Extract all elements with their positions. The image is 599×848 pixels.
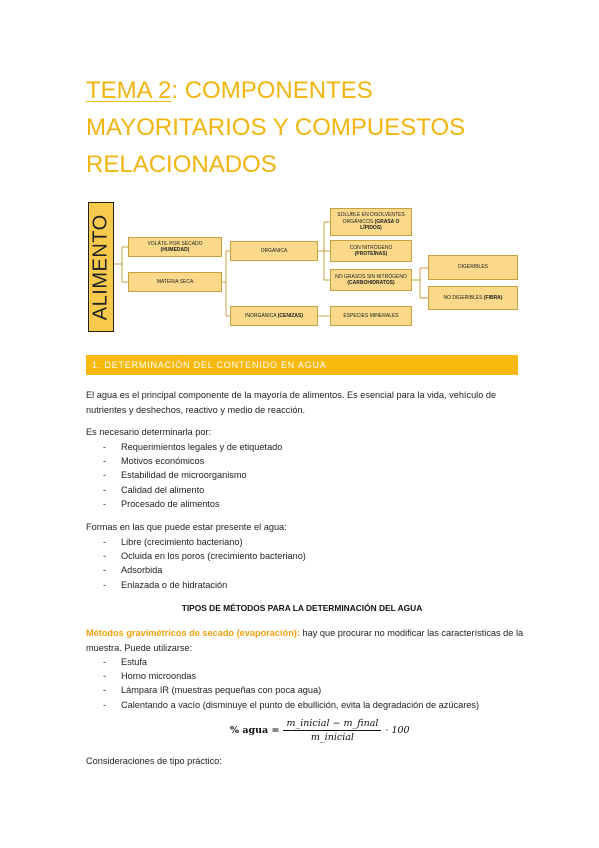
page-title: TEMA 2: COMPONENTES MAYORITARIOS Y COMPU… (86, 72, 526, 183)
formas-lead: Formas en las que puede estar presente e… (86, 522, 287, 532)
diagram-volatil: VOLÁTIL POR SECADO(HUMEDAD) (128, 237, 222, 257)
list-item: Libre (crecimiento bacteriano) (86, 535, 306, 549)
diagram-minerales: ESPECIES MINERALES (330, 306, 412, 326)
necesario-list: Requerimientos legales y de etiquetado M… (86, 440, 282, 511)
list-item: Motivos económicos (86, 454, 282, 468)
diagram-organica: ORGÁNICA (230, 241, 318, 261)
intro-paragraph: El agua es el principal componente de la… (86, 390, 497, 415)
diagram-connectors (114, 221, 428, 317)
list-item: Adsorbida (86, 563, 306, 577)
formula-numerator: m_inicial − m_final (283, 718, 382, 731)
title-prefix: TEMA 2 (86, 77, 172, 104)
list-item: Calentando a vacío (disminuye el punto d… (86, 698, 479, 712)
composition-diagram: ALIMENTO VOLÁTIL POR SECADO(HUMEDAD) MAT… (86, 196, 526, 346)
list-item: Requerimientos legales y de etiquetado (86, 440, 282, 454)
diagram-solubles: SOLUBLE EN DISOLVENTES ORGÁNICOS (GRASA … (330, 208, 412, 236)
diagram-inorganica: INORGÁNICA (CENIZAS) (230, 306, 318, 326)
gravimetricos-list: Estufa Horno microondas Lámpara IR (mues… (86, 655, 479, 712)
gravimetricos-text: hay que procurar no modificar las caract… (86, 628, 524, 653)
diagram-no-grasos: NO GRASOS SIN NITRÓGENO(CARBOHIDRATOS) (330, 269, 412, 291)
list-item: Estufa (86, 655, 479, 669)
gravimetricos-label: Métodos gravimétricos de secado (evapora… (86, 628, 300, 638)
diagram-no-digeribles: NO DIGERIBLES (FIBRA) (428, 286, 518, 310)
diagram-materia-seca: MATERIA SECA (128, 272, 222, 292)
list-item: Enlazada o de hidratación (86, 578, 306, 592)
formula-fraction: m_inicial − m_final m_inicial (283, 718, 382, 743)
formula-denominator: m_inicial (310, 732, 354, 743)
formas-list: Libre (crecimiento bacteriano) Ocluida e… (86, 535, 306, 592)
list-item: Calidad del alimento (86, 483, 282, 497)
diagram-nitrogeno: CON NITRÓGENO(PROTEÍNAS) (330, 240, 412, 262)
list-item: Estabilidad de microorganismo (86, 468, 282, 482)
list-item: Procesado de alimentos (86, 497, 282, 511)
consideraciones-paragraph: Consideraciones de tipo práctico: (86, 756, 222, 766)
section-heading-agua: 1. DETERMINACIÓN DEL CONTENIDO EN AGUA (86, 355, 518, 375)
diagram-digeribles: DIGERIBLES (428, 255, 518, 280)
diagram-root-alimento: ALIMENTO (88, 202, 114, 332)
necesario-lead: Es necesario determinarla por: (86, 427, 212, 437)
humidity-formula: % agua = m_inicial − m_final m_inicial ·… (230, 718, 410, 743)
formula-rhs: · 100 (385, 725, 410, 736)
list-item: Lámpara IR (muestras pequeñas con poca a… (86, 683, 479, 697)
list-item: Horno microondas (86, 669, 479, 683)
tipos-heading: TIPOS DE MÉTODOS PARA LA DETERMINACIÓN D… (181, 603, 423, 613)
title-rest: : COMPONENTES MAYORITARIOS Y COMPUESTOS … (86, 77, 466, 178)
list-item: Ocluida en los poros (crecimiento bacter… (86, 549, 306, 563)
gravimetricos-paragraph: Métodos gravimétricos de secado (evapora… (86, 626, 526, 655)
formula-lhs: % agua = (230, 725, 280, 736)
